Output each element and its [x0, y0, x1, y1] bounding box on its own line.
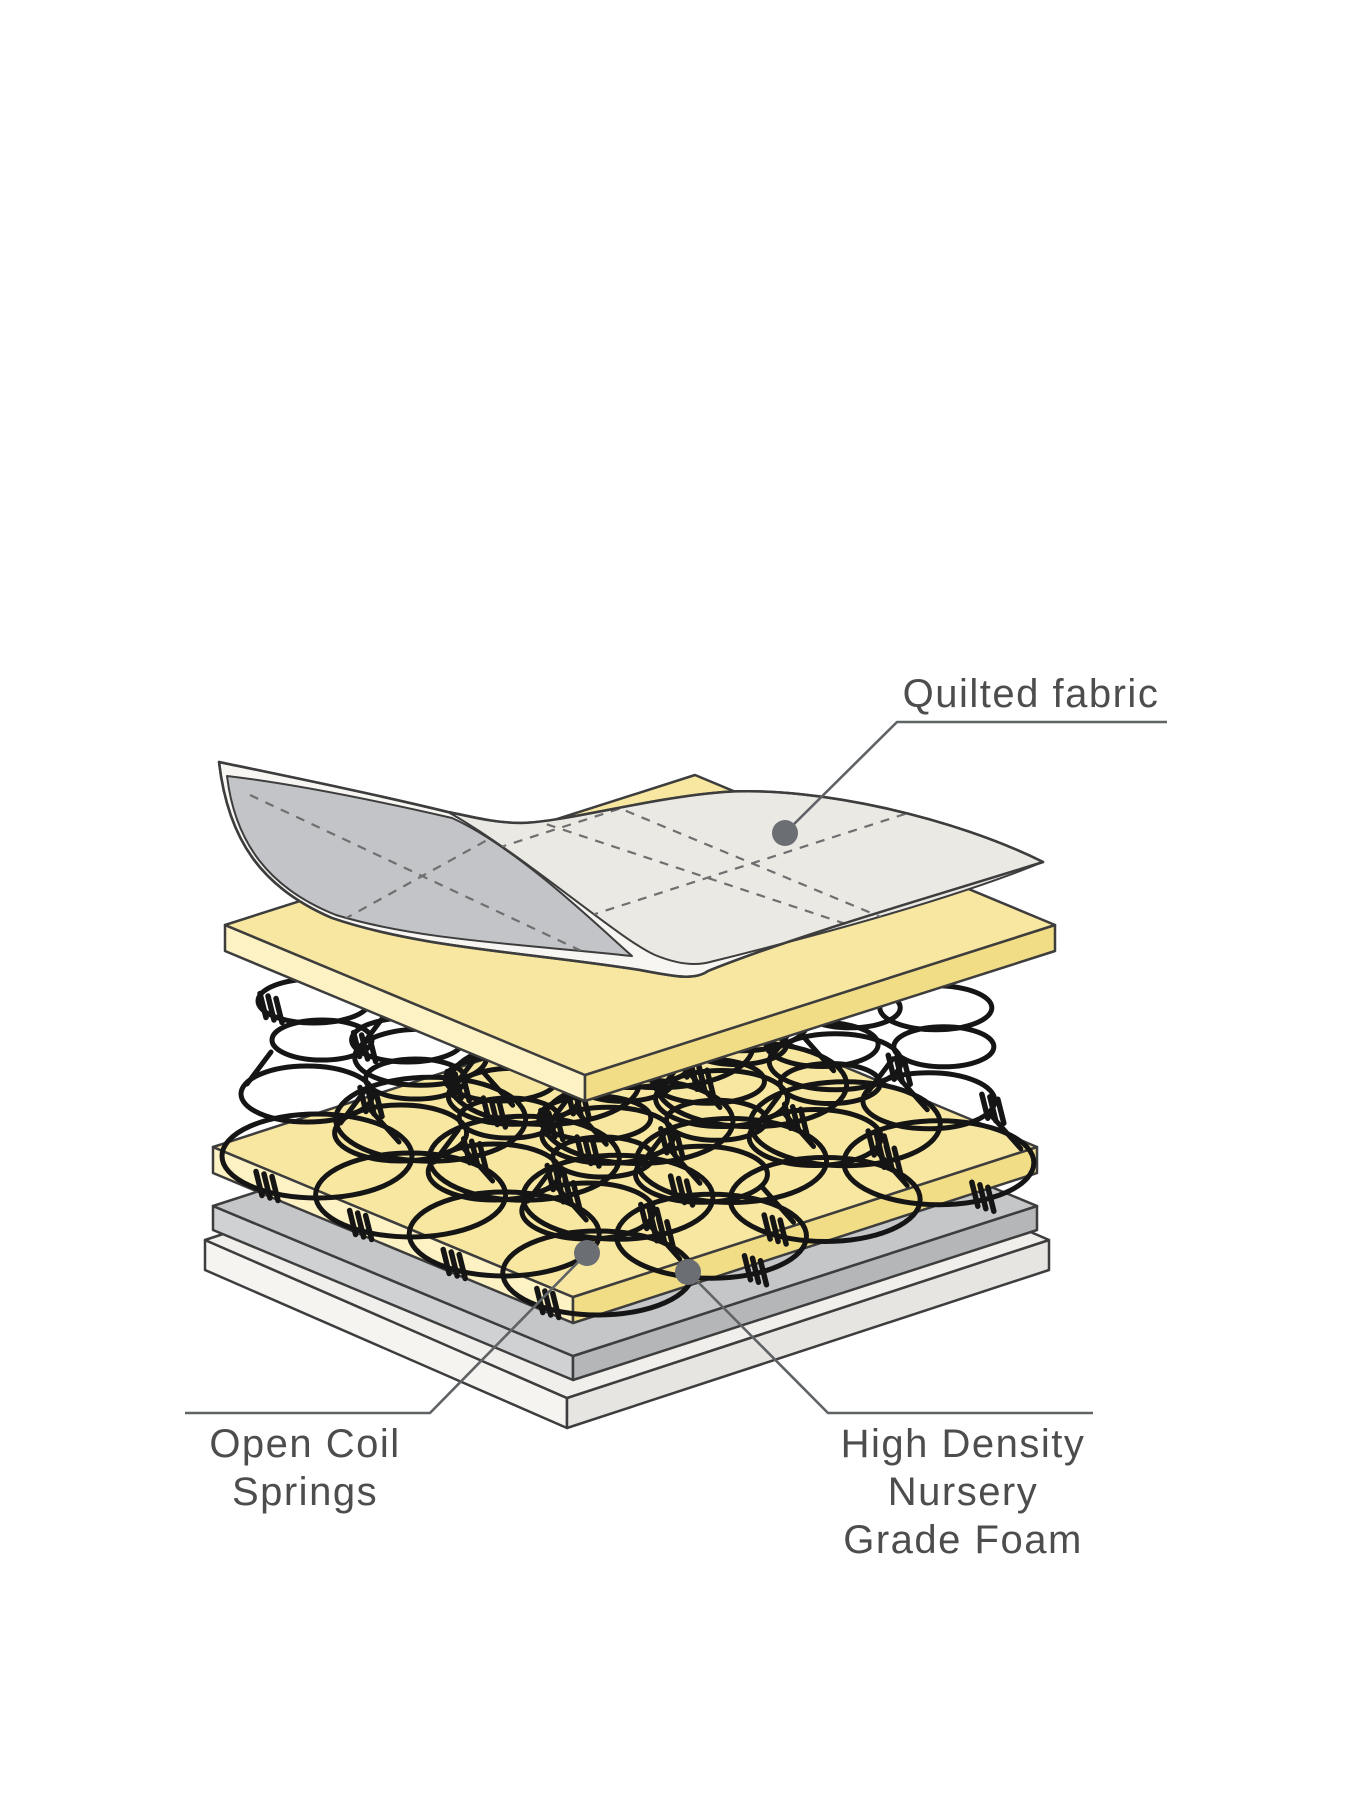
- diagram-labels: Quilted fabric Open Coil Springs High De…: [209, 672, 1160, 1562]
- dot-open-coil-springs: [574, 1240, 600, 1266]
- label-quilted-fabric: Quilted fabric: [903, 672, 1160, 716]
- label-high-density-foam-line-3: Grade Foam: [843, 1518, 1083, 1562]
- dot-high-density-foam: [675, 1259, 701, 1285]
- leader-open-coil-springs: [185, 1252, 588, 1415]
- leader-high-density-foam: [687, 1271, 1093, 1415]
- leader-quilted-fabric: [784, 720, 1167, 834]
- label-open-coil-springs-line-1: Open Coil: [209, 1422, 400, 1466]
- label-high-density-foam-line-2: Nursery: [888, 1470, 1039, 1514]
- label-open-coil-springs-line-2: Springs: [232, 1470, 378, 1514]
- leader-lines: [185, 720, 1167, 1415]
- label-high-density-foam-line-1: High Density: [841, 1422, 1086, 1466]
- dot-quilted-fabric: [772, 820, 798, 846]
